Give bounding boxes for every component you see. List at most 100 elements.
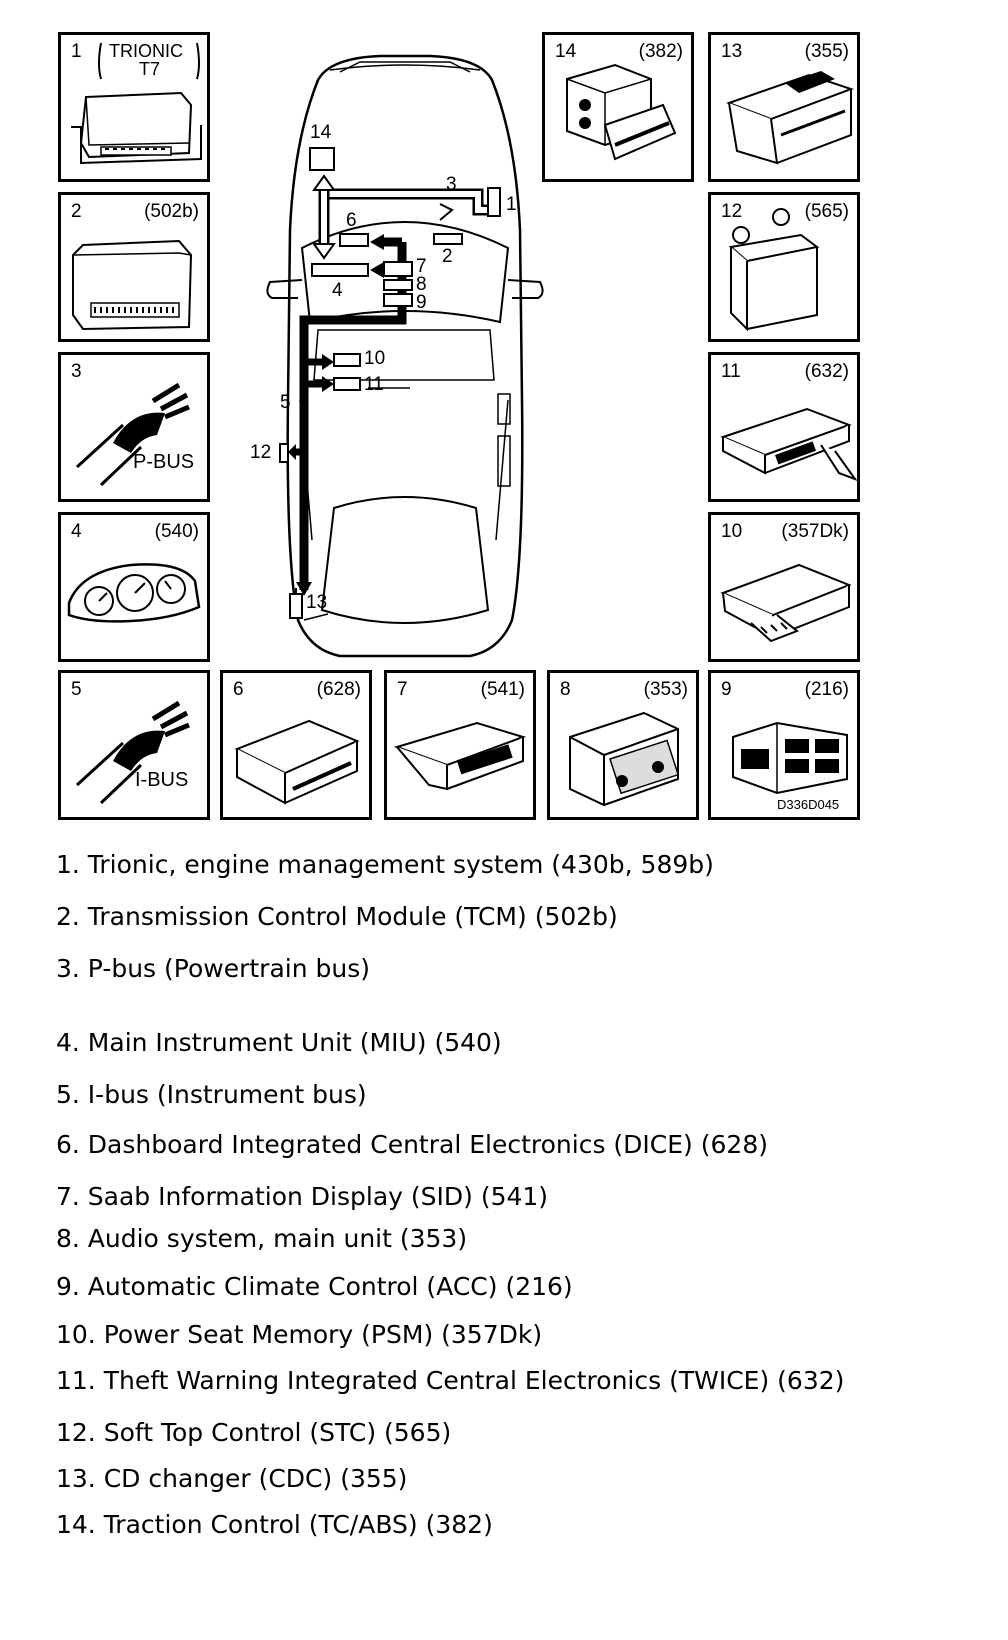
legend-item-13: 13. CD changer (CDC) (355) bbox=[56, 1464, 408, 1493]
tile-code: (632) bbox=[804, 361, 849, 382]
box-12 bbox=[279, 443, 289, 463]
tile-code: (353) bbox=[643, 679, 688, 700]
callout-13: 13 bbox=[306, 592, 328, 613]
sid-display-icon bbox=[393, 721, 527, 791]
tile-number: 9 bbox=[721, 679, 732, 700]
trionic-ecu-icon bbox=[71, 42, 202, 165]
tile-number: 12 bbox=[721, 201, 743, 222]
tile-1-trionic: 1 TRIONIC T7 bbox=[58, 32, 210, 182]
abs-unit-icon bbox=[566, 63, 677, 161]
tile-8-audio: 8 (353) bbox=[547, 670, 699, 820]
soft-top-control-icon bbox=[728, 208, 820, 332]
callout-1: 1 bbox=[506, 194, 517, 215]
legend-item-14: 14. Traction Control (TC/ABS) (382) bbox=[56, 1510, 493, 1539]
audio-unit-icon bbox=[569, 711, 680, 807]
callout-14: 14 bbox=[310, 122, 332, 143]
tile-code: (502b) bbox=[144, 201, 199, 222]
tile-number: 7 bbox=[397, 679, 408, 700]
cd-changer-icon bbox=[726, 71, 854, 165]
tile-number: 4 bbox=[71, 521, 82, 542]
tile-4-miu: 4 (540) bbox=[58, 512, 210, 662]
ibus-cable-icon bbox=[75, 700, 190, 805]
tile-5-ibus: 5 I-BUS bbox=[58, 670, 210, 820]
tile-number: 10 bbox=[721, 521, 743, 542]
tile-number: 2 bbox=[71, 201, 82, 222]
box-14 bbox=[309, 147, 335, 171]
callout-9: 9 bbox=[416, 292, 427, 313]
car-body-outline bbox=[286, 54, 524, 658]
tile-code: (357Dk) bbox=[781, 521, 849, 542]
climate-control-icon bbox=[732, 721, 848, 795]
tile-11-twice: 11 (632) bbox=[708, 352, 860, 502]
legend-item-9: 9. Automatic Climate Control (ACC) (216) bbox=[56, 1272, 573, 1301]
callout-2: 2 bbox=[442, 246, 453, 267]
box-9 bbox=[383, 293, 413, 307]
callout-5: 5 bbox=[280, 392, 291, 413]
legend-list: 1. Trionic, engine management system (43… bbox=[0, 850, 1008, 1620]
tile-13-cdc: 13 (355) bbox=[708, 32, 860, 182]
tile-12-stc: 12 (565) bbox=[708, 192, 860, 342]
box-4 bbox=[311, 263, 369, 277]
callout-6: 6 bbox=[346, 210, 357, 231]
callout-7: 7 bbox=[416, 256, 427, 277]
tile-6-dice: 6 (628) bbox=[220, 670, 372, 820]
callout-10: 10 bbox=[364, 348, 386, 369]
tile-code: (382) bbox=[638, 41, 683, 62]
pbus-label: P-BUS bbox=[133, 451, 195, 473]
psm-module-icon bbox=[720, 563, 852, 643]
legend-item-5: 5. I-bus (Instrument bus) bbox=[56, 1080, 367, 1109]
trionic-label-line1: TRIONIC bbox=[109, 41, 183, 61]
tile-10-psm: 10 (357Dk) bbox=[708, 512, 860, 662]
tile-code: (628) bbox=[316, 679, 361, 700]
box-11 bbox=[333, 377, 361, 391]
tile-code: (216) bbox=[804, 679, 849, 700]
legend-item-3: 3. P-bus (Powertrain bus) bbox=[56, 954, 371, 983]
legend-item-12: 12. Soft Top Control (STC) (565) bbox=[56, 1418, 452, 1447]
car-network-diagram bbox=[266, 54, 544, 658]
callout-11: 11 bbox=[364, 374, 384, 395]
callout-8: 8 bbox=[416, 274, 427, 295]
tile-number: 13 bbox=[721, 41, 743, 62]
box-2 bbox=[433, 233, 463, 245]
dice-module-icon bbox=[234, 719, 360, 805]
right-mirror bbox=[507, 279, 544, 299]
tile-number: 3 bbox=[71, 361, 82, 382]
tile-code: (541) bbox=[480, 679, 525, 700]
tile-code: (540) bbox=[154, 521, 199, 542]
legend-item-6: 6. Dashboard Integrated Central Electron… bbox=[56, 1130, 768, 1159]
tile-2-tcm: 2 (502b) bbox=[58, 192, 210, 342]
box-1 bbox=[487, 187, 501, 217]
box-10 bbox=[333, 353, 361, 367]
box-8 bbox=[383, 279, 413, 291]
instrument-cluster-icon bbox=[67, 563, 201, 623]
left-mirror bbox=[266, 279, 303, 299]
legend-item-10: 10. Power Seat Memory (PSM) (357Dk) bbox=[56, 1320, 543, 1349]
tile-number: 1 bbox=[71, 41, 82, 62]
box-13 bbox=[289, 593, 303, 619]
tile-number: 8 bbox=[560, 679, 571, 700]
tile-number: 6 bbox=[233, 679, 244, 700]
tile-number: 14 bbox=[555, 41, 577, 62]
ibus-label: I-BUS bbox=[135, 769, 189, 791]
twice-module-icon bbox=[720, 407, 857, 481]
callout-4: 4 bbox=[332, 280, 343, 301]
legend-item-7: 7. Saab Information Display (SID) (541) bbox=[56, 1182, 549, 1211]
tile-number: 5 bbox=[71, 679, 82, 700]
tile-number: 11 bbox=[721, 361, 741, 382]
figure-id: D336D045 bbox=[777, 797, 840, 812]
legend-item-1: 1. Trionic, engine management system (43… bbox=[56, 850, 714, 879]
windshield bbox=[300, 221, 510, 324]
pbus-cable-icon bbox=[75, 382, 190, 487]
callout-3: 3 bbox=[446, 174, 457, 195]
tile-14-tc-abs: 14 (382) bbox=[542, 32, 694, 182]
legend-item-2: 2. Transmission Control Module (TCM) (50… bbox=[56, 902, 618, 931]
tile-7-sid: 7 (541) bbox=[384, 670, 536, 820]
legend-item-11: 11. Theft Warning Integrated Central Ele… bbox=[56, 1366, 845, 1395]
trionic-label-line2: T7 bbox=[139, 59, 161, 79]
legend-item-4: 4. Main Instrument Unit (MIU) (540) bbox=[56, 1028, 502, 1057]
tile-code: (565) bbox=[804, 201, 849, 222]
callout-12: 12 bbox=[250, 442, 272, 463]
box-7 bbox=[383, 261, 413, 277]
tile-9-acc: 9 (216) D336D045 bbox=[708, 670, 860, 820]
legend-item-8: 8. Audio system, main unit (353) bbox=[56, 1224, 468, 1253]
